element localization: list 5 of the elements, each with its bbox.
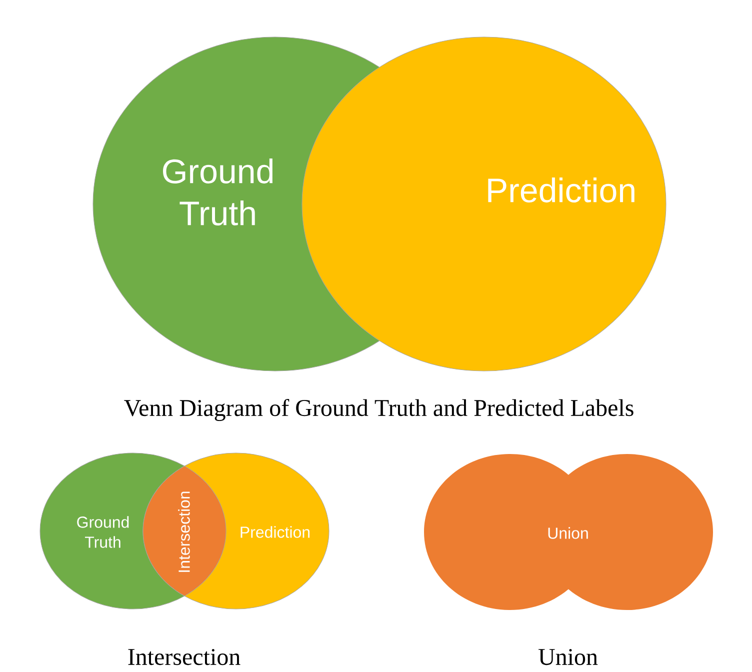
- caption: Intersection: [128, 648, 240, 666]
- union-region: Union: [424, 454, 713, 610]
- caption: Venn Diagram of Ground Truth and Predicted Labels: [124, 398, 634, 422]
- caption: Union: [538, 648, 598, 666]
- intersection-region: Intersection: [142, 466, 226, 596]
